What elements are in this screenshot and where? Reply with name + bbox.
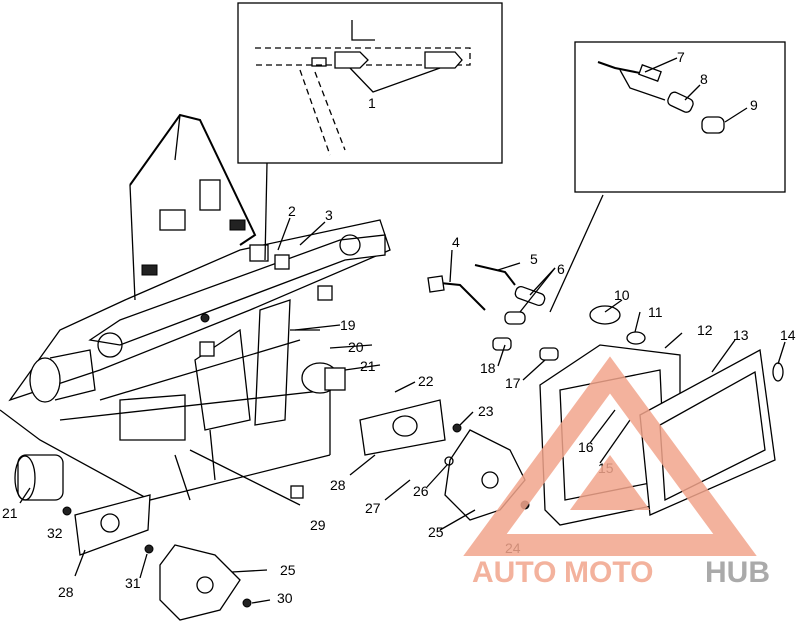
callout-12: 12	[697, 322, 713, 338]
watermark-text-hub: HUB	[705, 556, 770, 589]
callout-2: 2	[288, 203, 296, 219]
hoses	[427, 264, 559, 361]
hardware	[62, 423, 530, 608]
callout-17: 17	[505, 375, 521, 391]
callout-32: 32	[47, 525, 63, 541]
callout-11: 11	[648, 304, 663, 320]
callout-8: 8	[700, 71, 708, 87]
callout-28-right: 28	[330, 477, 346, 493]
callout-23: 23	[478, 403, 494, 419]
radiator	[539, 305, 681, 526]
callout-7: 7	[677, 49, 685, 65]
callout-13: 13	[733, 327, 749, 343]
leader-lines	[19, 162, 786, 604]
callout-21-right: 21	[360, 358, 376, 374]
callout-16: 16	[578, 439, 594, 455]
inset-detail-1	[237, 2, 503, 164]
frame-assembly	[0, 113, 391, 501]
fan-motor-left	[14, 454, 241, 621]
callout-3: 3	[325, 207, 333, 223]
callout-26: 26	[413, 483, 429, 499]
callout-18: 18	[480, 360, 496, 376]
callout-19: 19	[340, 317, 356, 333]
watermark-text-auto: AUTO	[472, 556, 556, 589]
callout-28-left: 28	[58, 584, 74, 600]
callout-20: 20	[348, 339, 364, 355]
watermark-text-moto: MOTO	[564, 556, 653, 589]
callout-10: 10	[614, 287, 630, 303]
callout-25-left: 25	[280, 562, 296, 578]
callout-1: 1	[368, 95, 376, 111]
callout-14: 14	[780, 327, 796, 343]
callout-25-right: 25	[428, 524, 444, 540]
watermark-logo: AUTO MOTO HUB	[463, 356, 770, 589]
callout-22: 22	[418, 373, 434, 389]
callout-30: 30	[277, 590, 293, 606]
callout-4: 4	[452, 234, 460, 250]
callout-21-left: 21	[2, 505, 18, 521]
fan-motor-right	[301, 362, 526, 521]
callout-29: 29	[310, 517, 326, 533]
callout-9: 9	[750, 97, 758, 113]
inset-detail-2	[574, 41, 786, 193]
callout-31: 31	[125, 575, 141, 591]
callout-6: 6	[557, 261, 565, 277]
callout-27: 27	[365, 500, 381, 516]
callout-5: 5	[530, 251, 538, 267]
